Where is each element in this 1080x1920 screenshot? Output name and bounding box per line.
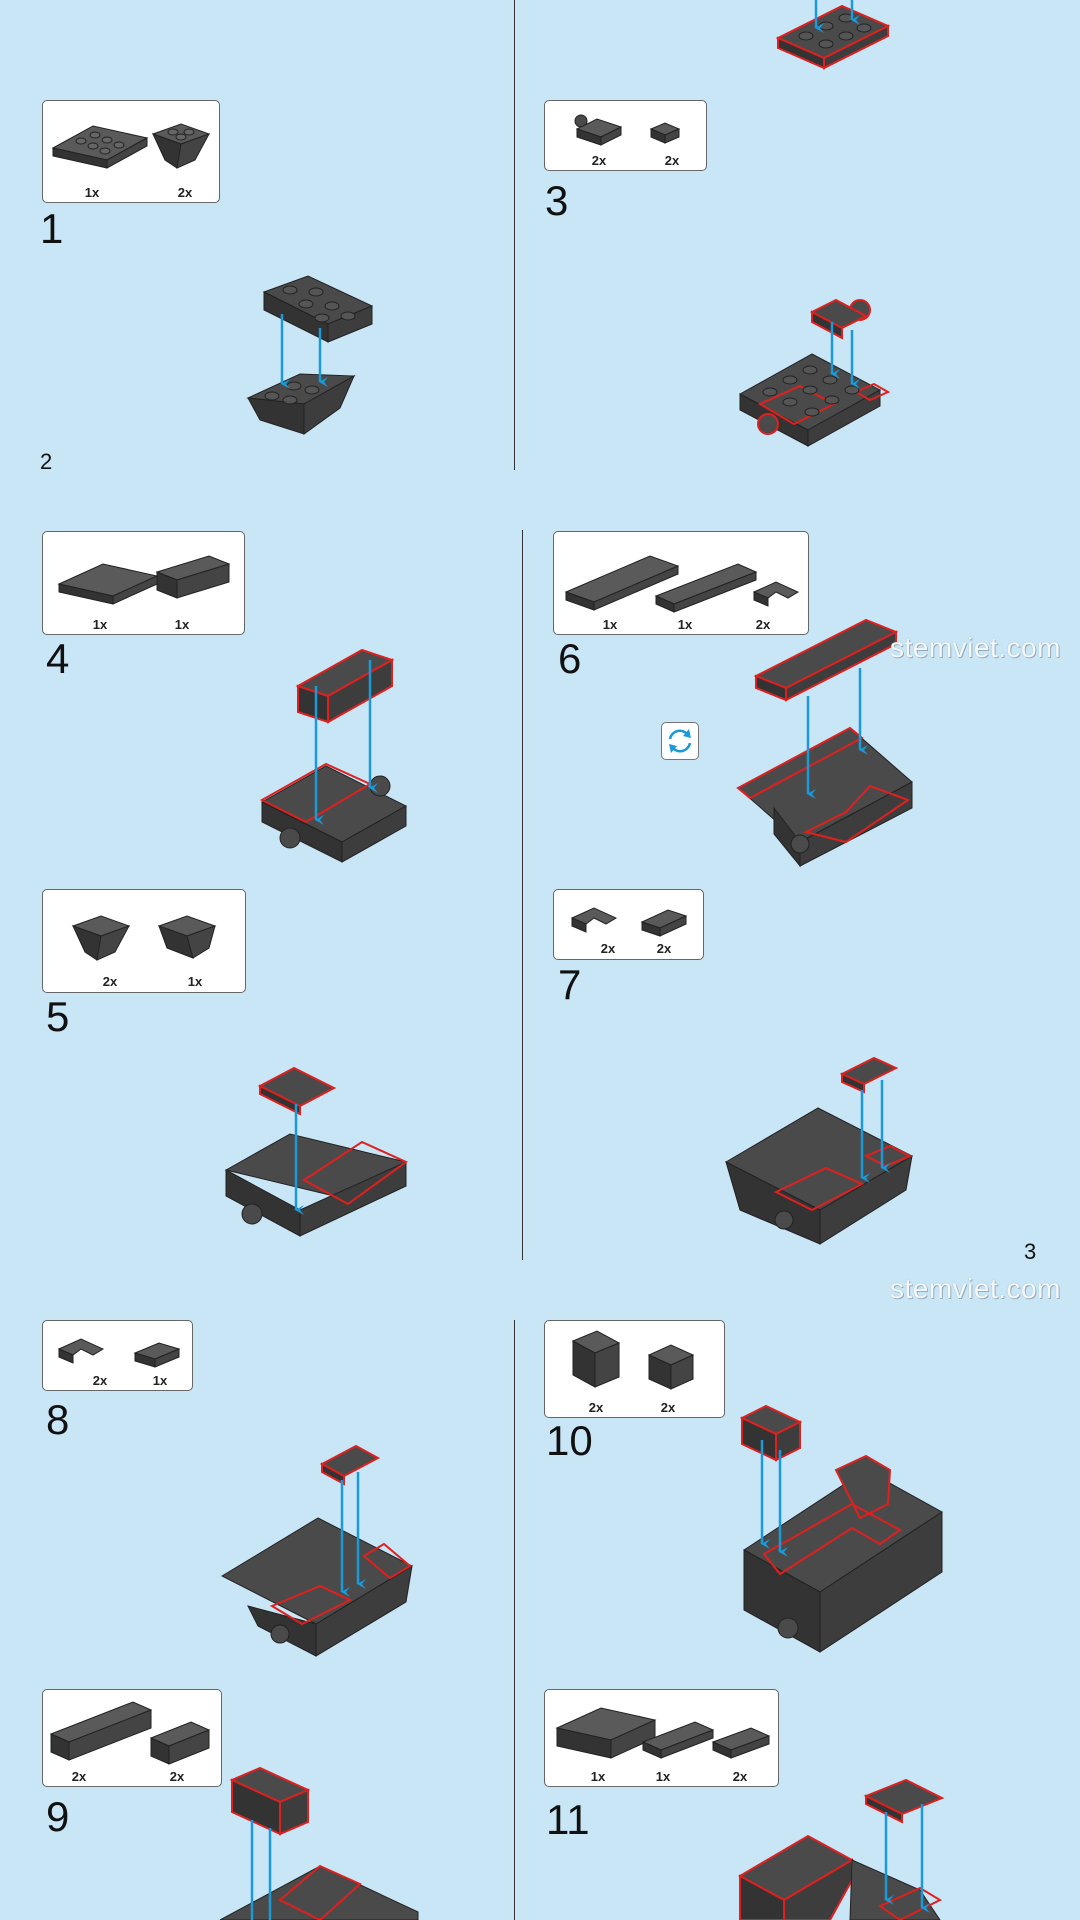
part-quantity: 2x xyxy=(660,1400,676,1415)
column-divider xyxy=(522,530,523,1260)
parts-illustration xyxy=(571,1330,695,1390)
part-quantity: 1x xyxy=(174,617,190,632)
parts-illustration xyxy=(57,1338,181,1368)
step-1-model xyxy=(246,275,374,435)
step-6-model xyxy=(736,618,913,868)
part-quantity: 1x xyxy=(655,1769,671,1784)
step-number: 1 xyxy=(40,205,64,252)
step-8-model xyxy=(220,1444,414,1657)
page-number-right: 3 xyxy=(1024,1239,1037,1264)
step-number: 6 xyxy=(558,635,582,682)
parts-box-step-3: 2x 2x xyxy=(544,100,707,171)
parts-box-step-9: 2x 2x xyxy=(42,1689,222,1787)
part-quantity: 2x xyxy=(656,941,672,956)
step-number: 11 xyxy=(546,1796,590,1843)
parts-illustration xyxy=(71,915,217,961)
parts-illustration xyxy=(49,1701,211,1765)
step-10-model xyxy=(739,1404,943,1653)
step-number: 10 xyxy=(546,1417,593,1464)
part-quantity: 2x xyxy=(591,153,607,168)
step-2-result-model xyxy=(775,0,891,70)
parts-box-step-10: 2x 2x xyxy=(544,1320,725,1418)
rotate-model-icon xyxy=(661,722,699,760)
step-number: 3 xyxy=(545,177,569,224)
page-number-left: 2 xyxy=(40,449,53,474)
part-quantity: 2x xyxy=(169,1769,185,1784)
column-divider xyxy=(514,1320,515,1920)
parts-box-step-8: 2x 1x xyxy=(42,1320,193,1391)
parts-illustration xyxy=(570,907,688,937)
step-7-model xyxy=(724,1056,914,1245)
step-9-model xyxy=(219,1766,419,1920)
part-quantity: 2x xyxy=(177,185,193,200)
parts-box-step-11: 1x 1x 2x xyxy=(544,1689,779,1787)
parts-box-step-7: 2x 2x xyxy=(553,889,704,960)
part-quantity: 2x xyxy=(664,153,680,168)
part-quantity: 2x xyxy=(588,1400,604,1415)
column-divider xyxy=(514,0,515,470)
parts-box-step-1: 1x 2x xyxy=(42,100,220,203)
part-quantity: 1x xyxy=(92,617,108,632)
part-quantity: 1x xyxy=(602,617,618,632)
step-number: 5 xyxy=(46,993,70,1040)
part-quantity: 2x xyxy=(71,1769,87,1784)
parts-illustration xyxy=(555,1707,771,1759)
parts-box-step-4: 1x 1x xyxy=(42,531,245,635)
part-quantity: 1x xyxy=(590,1769,606,1784)
part-quantity: 1x xyxy=(84,185,100,200)
parts-box-step-6: 1x 1x 2x xyxy=(553,531,809,635)
part-quantity: 2x xyxy=(92,1373,108,1388)
step-number: 9 xyxy=(46,1793,70,1840)
step-number: 7 xyxy=(558,961,582,1008)
part-quantity: 1x xyxy=(677,617,693,632)
part-quantity: 2x xyxy=(600,941,616,956)
step-number: 4 xyxy=(46,635,70,682)
step-4-model xyxy=(259,648,408,863)
part-quantity: 1x xyxy=(187,974,203,989)
step-3-model xyxy=(738,298,891,447)
watermark: stemviet.com xyxy=(890,1273,1061,1304)
parts-illustration xyxy=(57,555,231,605)
part-quantity: 1x xyxy=(152,1373,168,1388)
part-quantity: 2x xyxy=(755,617,771,632)
step-11-model xyxy=(737,1778,945,1920)
watermark: stemviet.com xyxy=(890,632,1061,663)
parts-illustration xyxy=(574,114,681,146)
part-quantity: 2x xyxy=(102,974,118,989)
step-number: 8 xyxy=(46,1396,70,1443)
step-5-model xyxy=(224,1066,408,1237)
parts-illustration xyxy=(51,123,211,169)
parts-illustration xyxy=(564,555,800,613)
part-quantity: 2x xyxy=(732,1769,748,1784)
parts-box-step-5: 2x 1x xyxy=(42,889,246,993)
